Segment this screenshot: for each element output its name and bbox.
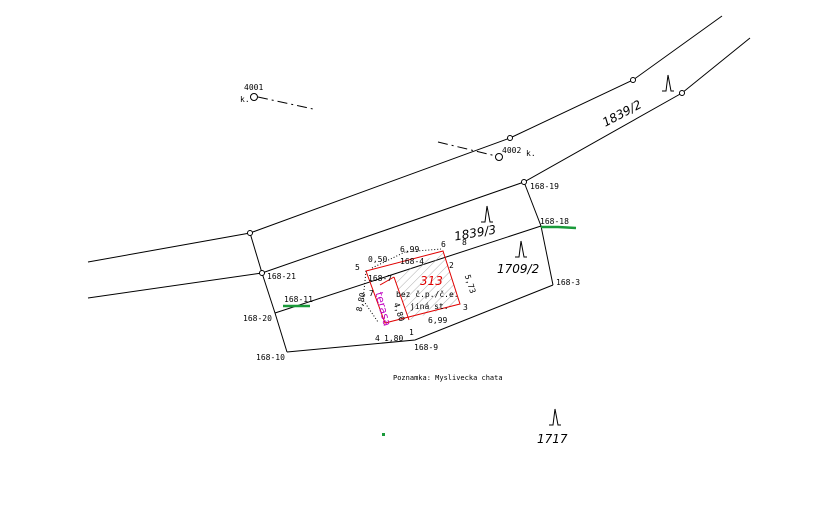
dim-0-50: 0,50: [368, 255, 387, 264]
label-point-2: 2: [449, 261, 454, 270]
south-boundary: [286, 284, 554, 353]
point-marker: [679, 90, 685, 96]
label-point-6: 6: [441, 240, 446, 249]
label-168-10: 168-10: [256, 353, 285, 362]
parcel-1839-2: 1839/2: [600, 97, 644, 129]
dimension-arc: [362, 270, 379, 323]
label-point-1: 1: [409, 328, 414, 337]
label-point-3: 3: [463, 303, 468, 312]
terrace-divider: [379, 276, 395, 286]
parcel-symbol-icon: [662, 74, 674, 92]
terrace-label: terasa: [372, 290, 394, 327]
label-point-8: 8: [462, 238, 467, 247]
label-4001-k: k.: [240, 95, 250, 104]
marker-168-18: [541, 225, 577, 230]
dim-6-99-bottom: 6,99: [428, 316, 447, 325]
survey-point-4002: [495, 153, 503, 161]
note: Poznamka: Myslivecka chata: [393, 374, 503, 382]
dim-5-73: 5,73: [463, 273, 478, 294]
marker-dot: [382, 433, 385, 436]
label-168-18: 168-18: [540, 217, 569, 226]
building-313: [365, 250, 461, 324]
road-upper-boundary: [87, 15, 723, 263]
dim-8-80: 8,80: [355, 291, 368, 312]
building-use: bez č.p./č.e.: [396, 289, 459, 299]
label-point-4: 4: [375, 334, 380, 343]
dim-6-99-top: 6,99: [400, 245, 419, 254]
survey-point-4001: [250, 93, 258, 101]
parcel-1717: 1717: [537, 432, 568, 446]
point-marker: [247, 230, 253, 236]
parcel-1709-2: 1709/2: [497, 262, 539, 276]
building-use-2: jiná st.: [410, 302, 449, 311]
label-point-5: 5: [355, 263, 360, 272]
point-marker: [630, 77, 636, 83]
label-168-3: 168-3: [556, 278, 580, 287]
dim-1-80: 1,80: [384, 334, 403, 343]
building-313-hatch: [394, 251, 460, 320]
label-point-7: 7: [369, 289, 374, 298]
label-4002-k: k.: [526, 149, 536, 158]
label-168-4: 168-4: [400, 257, 424, 266]
terrace-divider: [393, 276, 410, 321]
west-boundary: [249, 232, 288, 353]
parcel-symbol-icon: [515, 240, 527, 258]
building-number: 313: [420, 274, 443, 288]
parcel-1839-3: 1839/3: [453, 222, 497, 243]
point-marker: [259, 270, 265, 276]
label-168-11: 168-11: [284, 295, 313, 304]
label-168-7: 168-7: [368, 274, 392, 283]
point-marker: [521, 179, 527, 185]
dimension-arc: [371, 248, 442, 269]
survey-line-4001: [257, 96, 314, 110]
label-168-9: 168-9: [414, 343, 438, 352]
parcel-symbol-icon: [549, 408, 561, 426]
label-168-19: 168-19: [530, 182, 559, 191]
label-168-21: 168-21: [267, 272, 296, 281]
label-4002: 4002: [502, 146, 521, 155]
point-marker: [507, 135, 513, 141]
label-168-20: 168-20: [243, 314, 272, 323]
survey-line-4002: [437, 141, 497, 157]
parcel-symbol-icon: [481, 205, 493, 223]
parcel-1839-3-boundary: [274, 225, 542, 314]
label-4001: 4001: [244, 83, 263, 92]
